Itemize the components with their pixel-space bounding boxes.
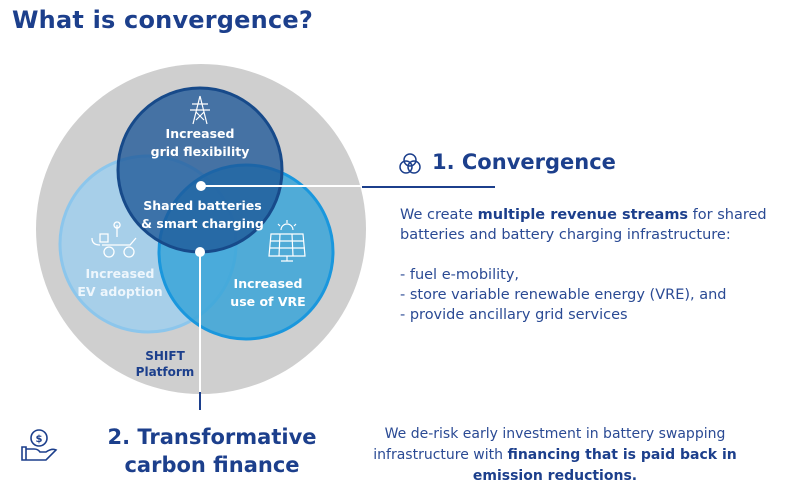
dollar-sign-icon: $ [36, 434, 43, 445]
desc-text: We de-risk early investment in battery s… [373, 426, 726, 463]
convergence-description: We create multiple revenue streams for s… [400, 205, 800, 325]
desc-text: We create [400, 207, 478, 223]
vre-label-line1: Increased [233, 276, 303, 291]
page-title: What is convergence? [12, 6, 313, 34]
desc-text: for shared batteries and battery chargin… [400, 207, 767, 243]
shift-platform-label: SHIFT Platform [120, 348, 210, 380]
center-label-line1: Shared batteries [143, 198, 262, 213]
ev-adoption-label: Increased EV adoption [65, 265, 175, 301]
platform-label-line1: SHIFT [145, 349, 185, 363]
finance-description: We de-risk early investment in battery s… [345, 424, 765, 487]
grid-flexibility-label: Increased grid flexibility [140, 125, 260, 161]
convergence-bullets: - fuel e-mobility, - store variable rene… [400, 265, 800, 325]
ev-label-line1: Increased [85, 266, 155, 281]
finance-title-line1: 2. Transformative [107, 425, 317, 449]
electric-scooter-icon [91, 221, 137, 258]
center-label-line2: & smart charging [141, 216, 264, 231]
grid-label-line2: grid flexibility [150, 144, 250, 159]
connector-dot [196, 181, 206, 191]
grid-label-line1: Increased [165, 126, 235, 141]
money-hand-icon [21, 429, 58, 461]
bullet-item: - store variable renewable energy (VRE),… [400, 287, 727, 303]
solar-panel-icon [268, 220, 306, 262]
ev-label-line2: EV adoption [77, 284, 163, 299]
finance-title-line2: carbon finance [124, 453, 300, 477]
platform-label-line2: Platform [135, 365, 195, 379]
power-pylon-icon [190, 95, 210, 125]
convergence-icon [399, 153, 421, 174]
vre-label: Increased use of VRE [218, 275, 318, 311]
bullet-item: - provide ancillary grid services [400, 307, 628, 323]
shared-batteries-label: Shared batteries & smart charging [135, 197, 270, 233]
connector-dot [195, 247, 205, 257]
convergence-title: 1. Convergence [432, 150, 616, 174]
desc-bold: multiple revenue streams [477, 207, 689, 223]
desc-bold: financing that is paid back in emission … [472, 447, 737, 484]
vre-label-line2: use of VRE [230, 294, 306, 309]
finance-title: 2. Transformative carbon finance [92, 423, 332, 479]
bullet-item: - fuel e-mobility, [400, 267, 520, 283]
